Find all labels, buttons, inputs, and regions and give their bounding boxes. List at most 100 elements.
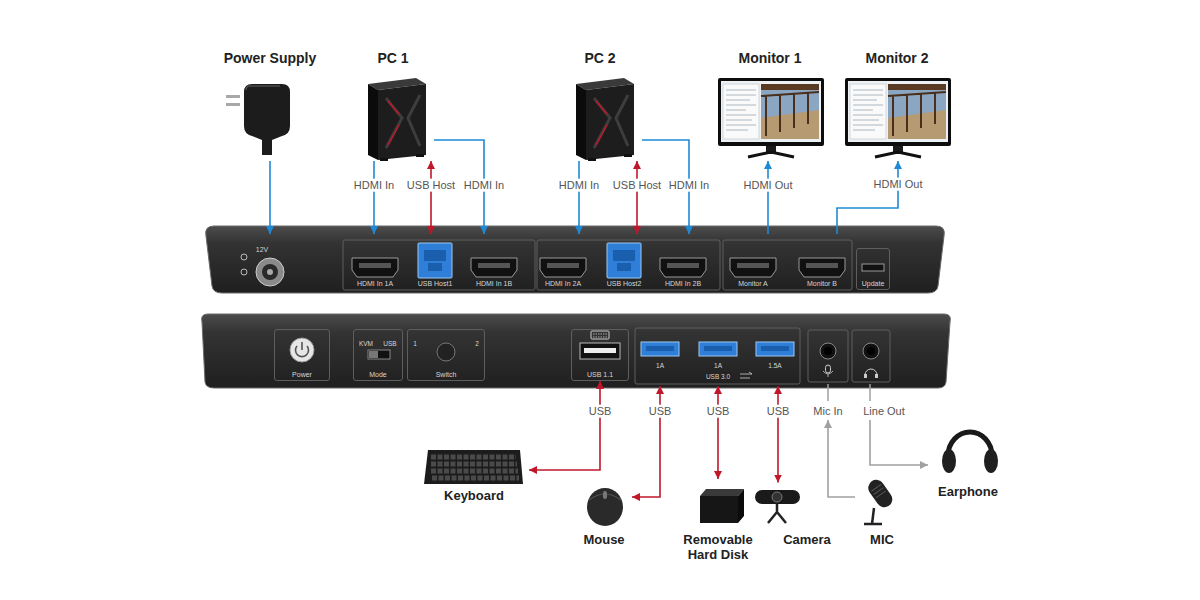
port-label: HDMI In 2B bbox=[665, 280, 701, 288]
cable-label: USB bbox=[765, 405, 792, 418]
port-label: 2 bbox=[475, 340, 479, 347]
port-label: 1A bbox=[714, 362, 722, 369]
device-name: Power Supply bbox=[224, 50, 317, 66]
jack-label: Line Out bbox=[861, 405, 907, 418]
port-label: Switch bbox=[436, 371, 457, 379]
cable-connector bbox=[373, 161, 375, 234]
cable-connector bbox=[632, 386, 660, 497]
cable-connector bbox=[837, 161, 898, 234]
keyboard-icon bbox=[424, 450, 523, 484]
mode-switch: KVM USB Mode bbox=[353, 329, 403, 381]
microphone-icon bbox=[864, 477, 895, 524]
device-name: Removable Hard Disk bbox=[676, 533, 760, 563]
cable-connector bbox=[636, 161, 638, 234]
cable-label: HDMI Out bbox=[872, 178, 925, 191]
port-label: USB 1.1 bbox=[587, 371, 613, 379]
device-node: MIC bbox=[855, 483, 905, 550]
port-label: Monitor B bbox=[807, 280, 837, 288]
audio-jack: Line Out bbox=[832, 330, 910, 420]
update-port: Update bbox=[856, 248, 890, 290]
hard-disk-icon bbox=[700, 489, 744, 523]
port-label: HDMI In 1A bbox=[357, 280, 393, 288]
device-name: Earphone bbox=[938, 485, 998, 500]
cable-connector bbox=[529, 381, 600, 470]
port-label: Power bbox=[292, 371, 312, 379]
jack-label: Mic In bbox=[811, 405, 844, 418]
cable-label: USB bbox=[587, 405, 614, 418]
usb-host-port: USB Host2 bbox=[603, 234, 645, 292]
cable-label: USB bbox=[647, 405, 674, 418]
device-name: PC 2 bbox=[584, 50, 615, 66]
cable-connector bbox=[767, 161, 769, 234]
cable-label: USB Host bbox=[611, 179, 663, 192]
monitor-display bbox=[845, 78, 951, 157]
cable-connector bbox=[717, 386, 719, 479]
port-switch: 1 2Switch bbox=[407, 329, 485, 381]
device-node: Earphone bbox=[928, 419, 1008, 502]
device-node: Monitor 2 bbox=[841, 47, 953, 161]
port-label: KVM bbox=[359, 340, 373, 347]
device-name: Camera bbox=[783, 533, 831, 548]
power-adapter bbox=[226, 84, 290, 155]
port-label: Update bbox=[862, 280, 885, 288]
device-name: Monitor 2 bbox=[866, 50, 929, 66]
usb-port: 1.5A bbox=[753, 328, 797, 386]
rear-panel bbox=[206, 226, 945, 293]
port-label: Monitor A bbox=[738, 280, 768, 288]
device-name: Keyboard bbox=[444, 489, 504, 504]
device-name: MIC bbox=[870, 533, 894, 548]
mouse-icon bbox=[587, 488, 623, 526]
hdmi-port: HDMI In 2B bbox=[654, 234, 712, 292]
hdmi-port: HDMI In 1B bbox=[465, 234, 523, 292]
group-label: USB 3.0 bbox=[706, 373, 730, 380]
device-node: PC 2 bbox=[568, 47, 642, 161]
device-node: Removable Hard Disk bbox=[673, 479, 763, 565]
headphone-icon bbox=[942, 432, 998, 473]
hdmi-out-port: Monitor B bbox=[794, 234, 850, 292]
connector-group bbox=[270, 140, 928, 497]
cable-label: HDMI In bbox=[667, 179, 711, 192]
port-label: 12V bbox=[256, 246, 268, 254]
cable-label: HDMI In bbox=[462, 179, 506, 192]
port-label: HDMI In 2A bbox=[545, 280, 581, 288]
port-label: USB Host2 bbox=[607, 280, 642, 288]
pc-tower bbox=[368, 78, 426, 161]
device-node: PC 1 bbox=[360, 47, 434, 161]
port-label: 1.5A bbox=[768, 362, 781, 369]
device-name: Monitor 1 bbox=[739, 50, 802, 66]
device-node: Keyboard bbox=[419, 447, 529, 506]
usb-host-port: USB Host1 bbox=[414, 234, 456, 292]
cable-label: HDMI Out bbox=[742, 179, 795, 192]
hdmi-port: HDMI In 2A bbox=[534, 234, 592, 292]
port-label: USB bbox=[383, 340, 396, 347]
port-label: 1 bbox=[413, 340, 417, 347]
port-label: USB Host1 bbox=[418, 280, 453, 288]
device-name: PC 1 bbox=[377, 50, 408, 66]
cable-label: USB bbox=[705, 405, 732, 418]
cable-connector bbox=[430, 161, 432, 234]
port-label: HDMI In 1B bbox=[476, 280, 512, 288]
cable-connector bbox=[828, 420, 855, 497]
cable-label: HDMI In bbox=[352, 179, 396, 192]
cable-label: HDMI In bbox=[557, 179, 601, 192]
usb-port: USB 1.1 bbox=[571, 329, 629, 381]
device-node: Mouse bbox=[576, 483, 632, 550]
port-label: 1A bbox=[656, 362, 664, 369]
power-jack: 12V bbox=[242, 234, 298, 292]
port-label: Mode bbox=[369, 371, 387, 379]
pc-tower bbox=[576, 78, 634, 161]
cable-connector bbox=[777, 386, 779, 483]
monitor-display bbox=[718, 78, 824, 157]
cable-connector bbox=[870, 420, 928, 465]
camera-icon bbox=[755, 490, 800, 523]
power-button: Power bbox=[274, 329, 330, 381]
cable-label: USB Host bbox=[405, 179, 457, 192]
device-name: Mouse bbox=[583, 533, 624, 548]
device-node: Monitor 1 bbox=[714, 47, 826, 161]
cable-connector bbox=[578, 161, 580, 234]
cable-connector bbox=[269, 161, 271, 234]
device-node: Power Supply bbox=[220, 47, 320, 161]
device-node: Camera bbox=[746, 483, 834, 550]
